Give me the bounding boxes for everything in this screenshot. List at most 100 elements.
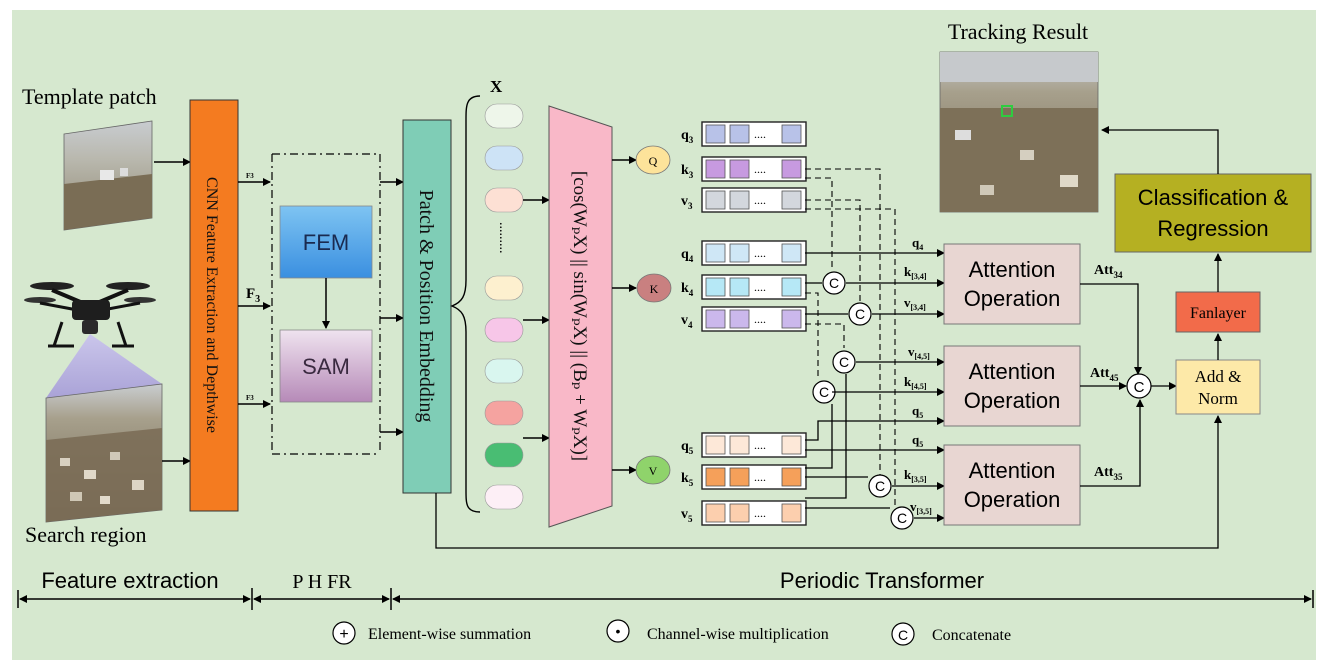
- token-row-v5: v5....: [681, 500, 807, 526]
- token-row-dots: ....: [754, 246, 766, 260]
- cls-reg-label-2: Regression: [1157, 216, 1268, 241]
- token-cell: [729, 190, 750, 210]
- q-circle: [635, 145, 671, 175]
- concat-node: [890, 506, 914, 530]
- token-row-dots: ....: [754, 193, 766, 207]
- fem-block: [279, 205, 373, 279]
- sum-legend-label: Element-wise summation: [368, 626, 531, 643]
- token-row-v3: v3....: [681, 187, 807, 213]
- sam-label: SAM: [302, 354, 350, 379]
- fanlayer-block: [1175, 291, 1261, 333]
- token: [484, 187, 524, 213]
- residual-line: [435, 415, 1222, 549]
- camera-beam: [46, 334, 162, 398]
- patch-embedding-label: Patch & Position Embedding: [415, 190, 437, 423]
- att45-label: Att45: [1090, 366, 1119, 383]
- dashed-connections: [805, 168, 896, 512]
- svg-text:Attention: Attention: [969, 359, 1056, 384]
- cnn-feature-block: [189, 99, 239, 512]
- token-cell: [729, 124, 750, 144]
- classification-regression-block: [1114, 173, 1312, 253]
- arrow-label-k[4,5]: k[4,5]: [904, 374, 927, 391]
- solid-connections: [805, 249, 945, 522]
- legend: + Element-wise summation • Channel-wise …: [332, 619, 1011, 646]
- svg-text:Attention: Attention: [969, 458, 1056, 483]
- fem-label: FEM: [303, 230, 349, 255]
- arrow-label-v[3,4]: v[3,4]: [904, 295, 926, 312]
- svg-text:C: C: [1134, 379, 1145, 396]
- add-norm-label-1: Add &: [1195, 367, 1242, 386]
- mul-legend-icon: [606, 619, 630, 643]
- token-row-dots: ....: [754, 506, 766, 520]
- token-row-dots: ....: [754, 438, 766, 452]
- token-row-dots: ....: [754, 127, 766, 141]
- drone-icon: [24, 282, 156, 348]
- token-cell: [781, 190, 802, 210]
- sum-legend-icon: [332, 621, 356, 645]
- concat-node-label: C: [839, 354, 849, 370]
- svg-text:Operation: Operation: [964, 286, 1061, 311]
- token-list: .........: [484, 103, 524, 510]
- attention-operation-1: Attention Operation: [943, 243, 1081, 325]
- arrow-label-k[3,5]: k[3,5]: [904, 467, 927, 484]
- q-circle-label: Q: [649, 154, 658, 168]
- token-cell: [729, 503, 750, 523]
- vertical-dots: .........: [496, 222, 511, 254]
- token-row-label: v4: [681, 313, 693, 330]
- token-row-label: v3: [681, 194, 693, 211]
- arrow-label-k[3,4]: k[3,4]: [904, 264, 927, 281]
- svg-text:Operation: Operation: [964, 487, 1061, 512]
- token-cell: [705, 124, 726, 144]
- v-circle: [635, 455, 671, 485]
- token-cell: [705, 243, 726, 263]
- token-cell: [781, 309, 802, 329]
- token-row-label: v5: [681, 507, 693, 524]
- v-circle-label: V: [649, 464, 658, 478]
- token-row-dots: ....: [754, 470, 766, 484]
- token-row-dots: ....: [754, 280, 766, 294]
- search-region-label: Search region: [25, 522, 147, 547]
- concat-legend-icon: [891, 622, 915, 646]
- token-cell: [781, 159, 802, 179]
- fanlayer-label: Fanlayer: [1190, 305, 1247, 322]
- arrow-label-q4: q4: [912, 235, 923, 252]
- token: [484, 484, 524, 510]
- token: [484, 317, 524, 343]
- svg-text:+: +: [339, 626, 348, 643]
- periodic-projection-block: [548, 105, 613, 528]
- token-row-q5: q5....: [681, 432, 807, 458]
- token-row-q4: q4....: [681, 240, 807, 266]
- arrow-label-v[3,5]: v[3,5]: [910, 499, 932, 516]
- token-cell: [729, 435, 750, 455]
- concat-node: [822, 271, 846, 295]
- token-cell: [729, 277, 750, 297]
- token-row-label: q5: [681, 439, 694, 456]
- token-cell: [781, 467, 802, 487]
- token-row-label: q3: [681, 128, 694, 145]
- token-row-dots: ....: [754, 312, 766, 326]
- token-cell: [729, 309, 750, 329]
- token-row-v4: v4....: [681, 306, 807, 332]
- concat-node-label: C: [897, 510, 907, 526]
- token-cell: [781, 243, 802, 263]
- attention-operation-3: Attention Operation: [943, 444, 1081, 526]
- concat-node-label: C: [875, 478, 885, 494]
- concat-legend-label: Concatenate: [932, 627, 1011, 644]
- token-cell: [705, 503, 726, 523]
- token-cell: [705, 435, 726, 455]
- token-row-label: k4: [681, 281, 694, 298]
- token-cell: [729, 467, 750, 487]
- concat-node-label: C: [829, 275, 839, 291]
- token-row-k5: k5....: [681, 464, 807, 490]
- arrow-label-v[4,5]: v[4,5]: [908, 344, 930, 361]
- phfr-label: P H FR: [292, 571, 352, 593]
- token-cell: [705, 190, 726, 210]
- patch-embedding-block: [402, 119, 452, 494]
- attention-operation-2: Attention Operation: [943, 345, 1081, 427]
- section-rulers: [17, 588, 1314, 610]
- svg-text:Operation: Operation: [964, 388, 1061, 413]
- feature-extraction-label: Feature extraction: [41, 568, 218, 593]
- k-circle-label: K: [650, 282, 659, 296]
- token-row-dots: ....: [754, 162, 766, 176]
